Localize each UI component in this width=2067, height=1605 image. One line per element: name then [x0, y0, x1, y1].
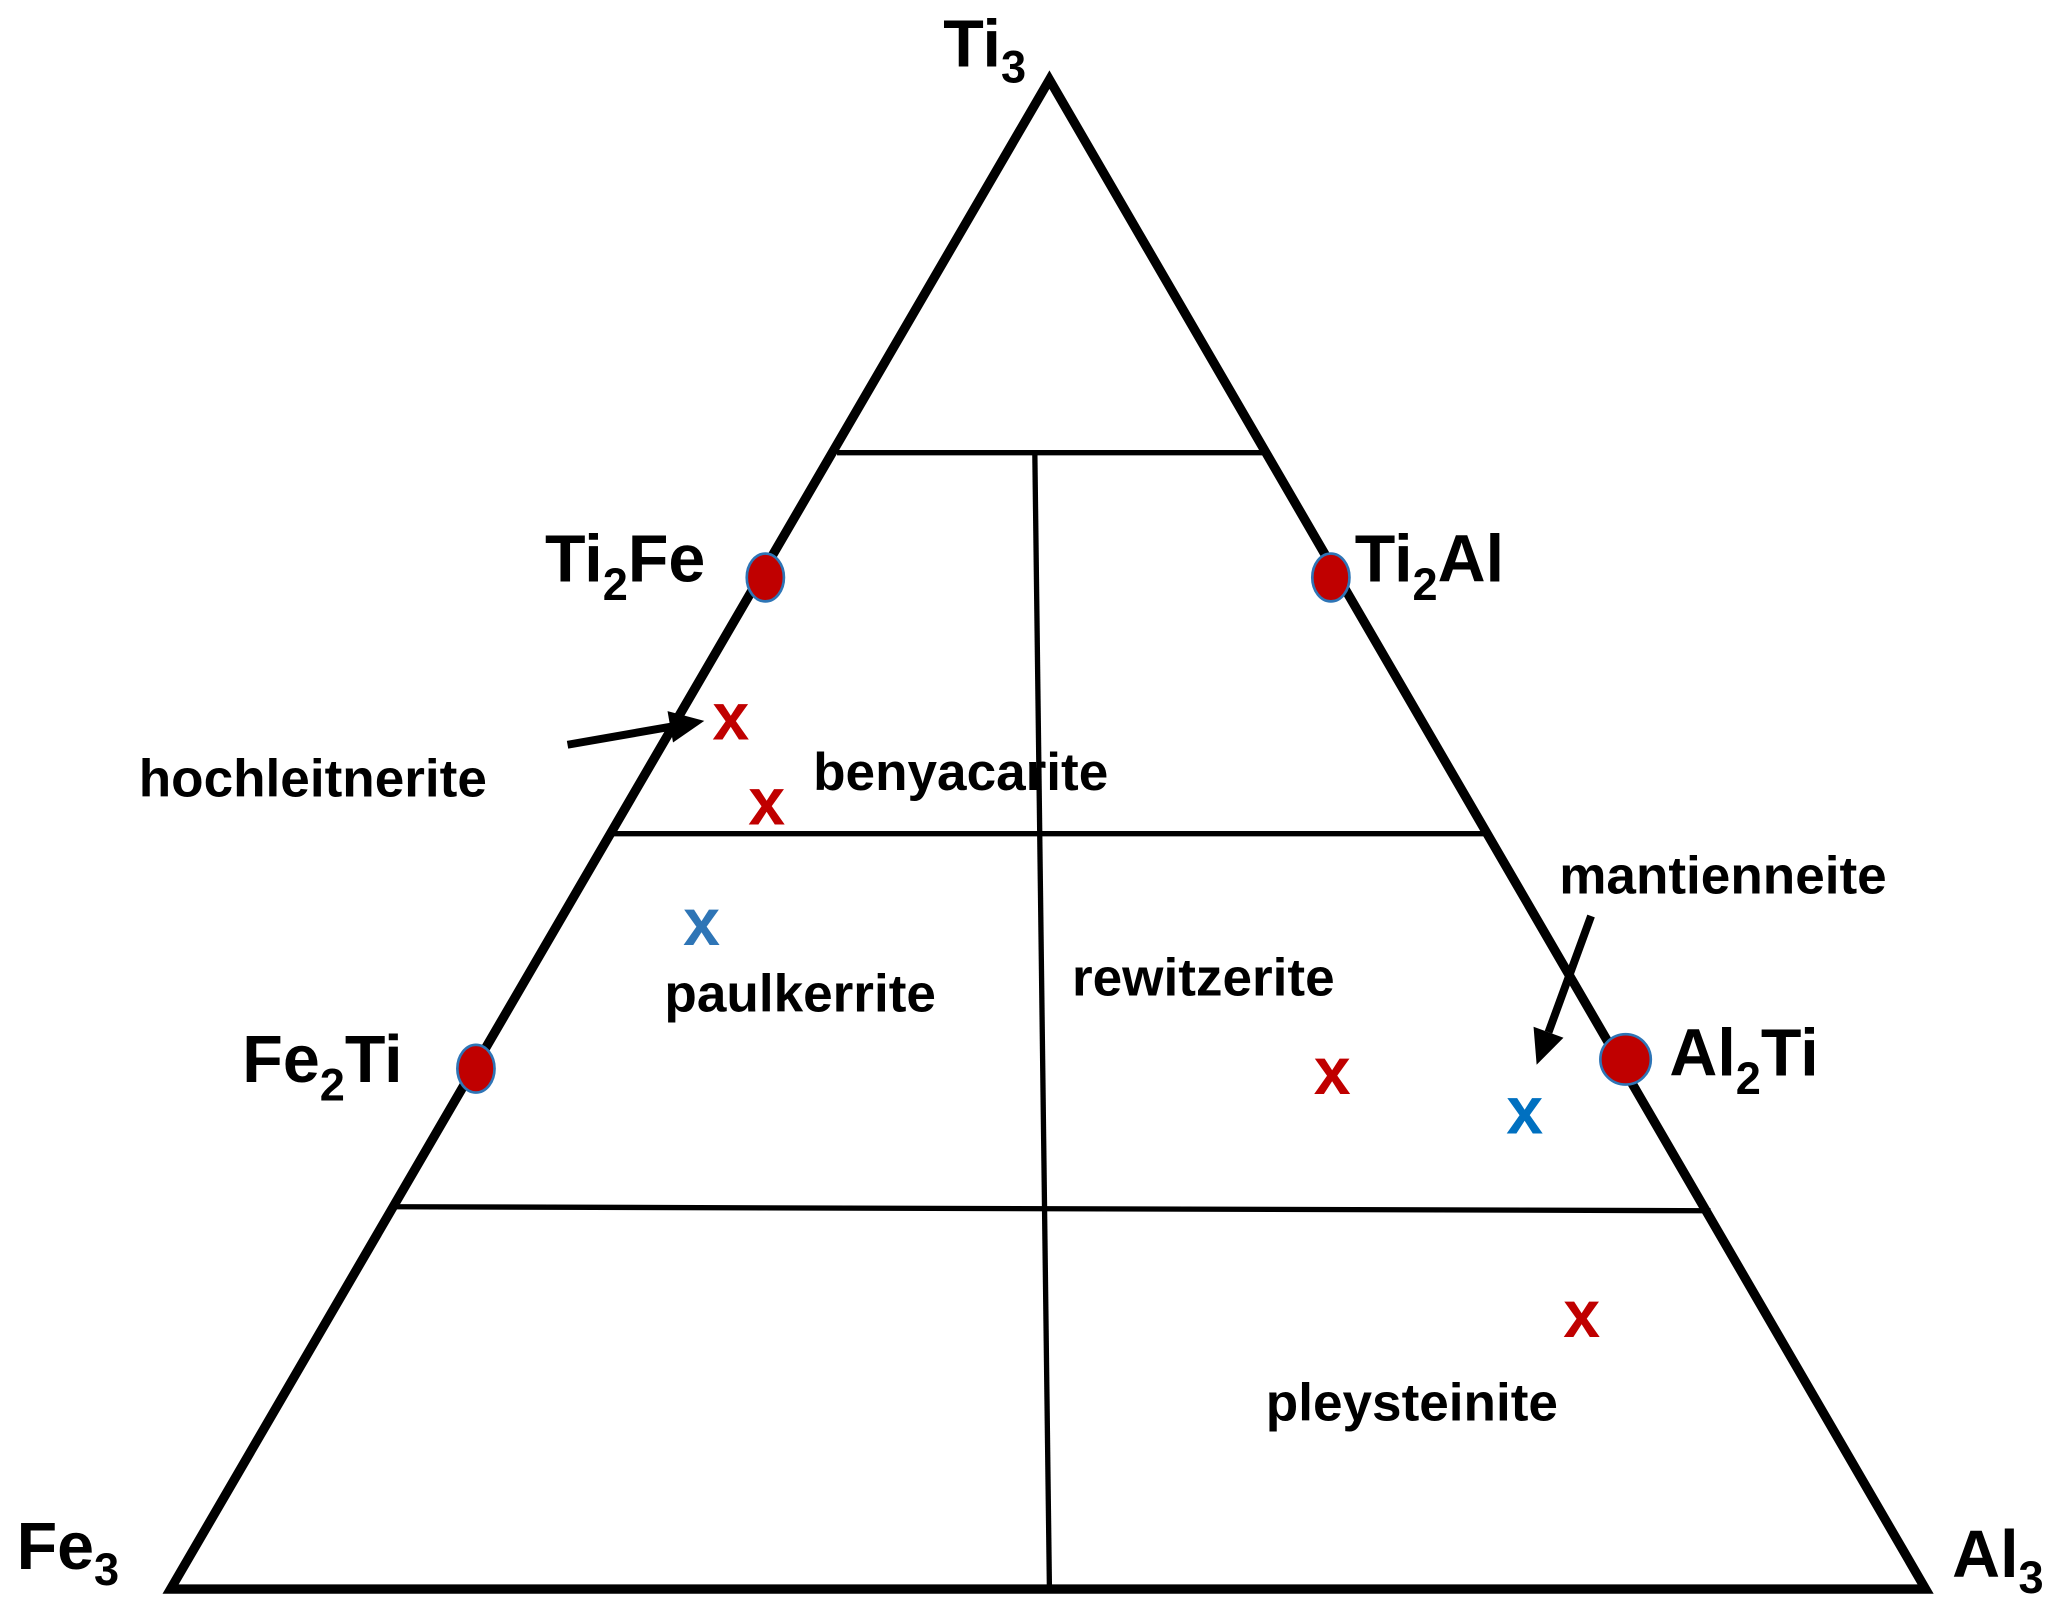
marker-mantienneite: x [1506, 1075, 1543, 1149]
arrow-hochleitnerite [566, 711, 705, 749]
dot-ti2al [1310, 552, 1351, 603]
vertex-label-fe3: Fe3 [17, 1510, 120, 1595]
arrow-head-icon [667, 711, 705, 743]
dot-fe2ti [456, 1043, 496, 1094]
arrow-shaft [566, 722, 671, 749]
mineral-label-benyacarite: benyacarite [813, 743, 1108, 802]
tie-line-vertical [1032, 452, 1053, 1590]
arrow-shaft [1544, 914, 1595, 1034]
arrow-head-icon [1533, 1026, 1564, 1065]
marker-pleysteinite: x [1563, 1278, 1600, 1352]
diagram-lines [162, 70, 1934, 1594]
vertex-label-al3: Al3 [1952, 1518, 2043, 1603]
mineral-label-mantienneite: mantienneite [1559, 846, 1886, 905]
end-member-label-ti2al: Ti2Al [1355, 522, 1504, 610]
arrow-mantienneite [1533, 914, 1595, 1065]
marker-hochleitnerite: x [712, 680, 749, 754]
marker-paulkerrite: x [683, 886, 720, 960]
end-member-label-al2ti: Al2Ti [1669, 1016, 1818, 1104]
tie-line-lower [396, 1204, 1711, 1214]
mineral-label-pleysteinite: pleysteinite [1266, 1373, 1558, 1432]
vertex-label-ti3: Ti3 [943, 7, 1026, 92]
mineral-label-paulkerrite: paulkerrite [664, 965, 935, 1024]
mineral-label-rewitzerite: rewitzerite [1072, 949, 1335, 1008]
marker-rewitzerite: x [1314, 1035, 1351, 1109]
dot-ti2fe [745, 552, 786, 603]
end-member-label-ti2fe: Ti2Fe [545, 522, 705, 610]
mineral-label-hochleitnerite: hochleitnerite [139, 750, 487, 809]
end-member-label-fe2ti: Fe2Ti [242, 1023, 402, 1111]
dot-al2ti [1599, 1032, 1653, 1086]
marker-benyacarite: x [748, 765, 785, 839]
